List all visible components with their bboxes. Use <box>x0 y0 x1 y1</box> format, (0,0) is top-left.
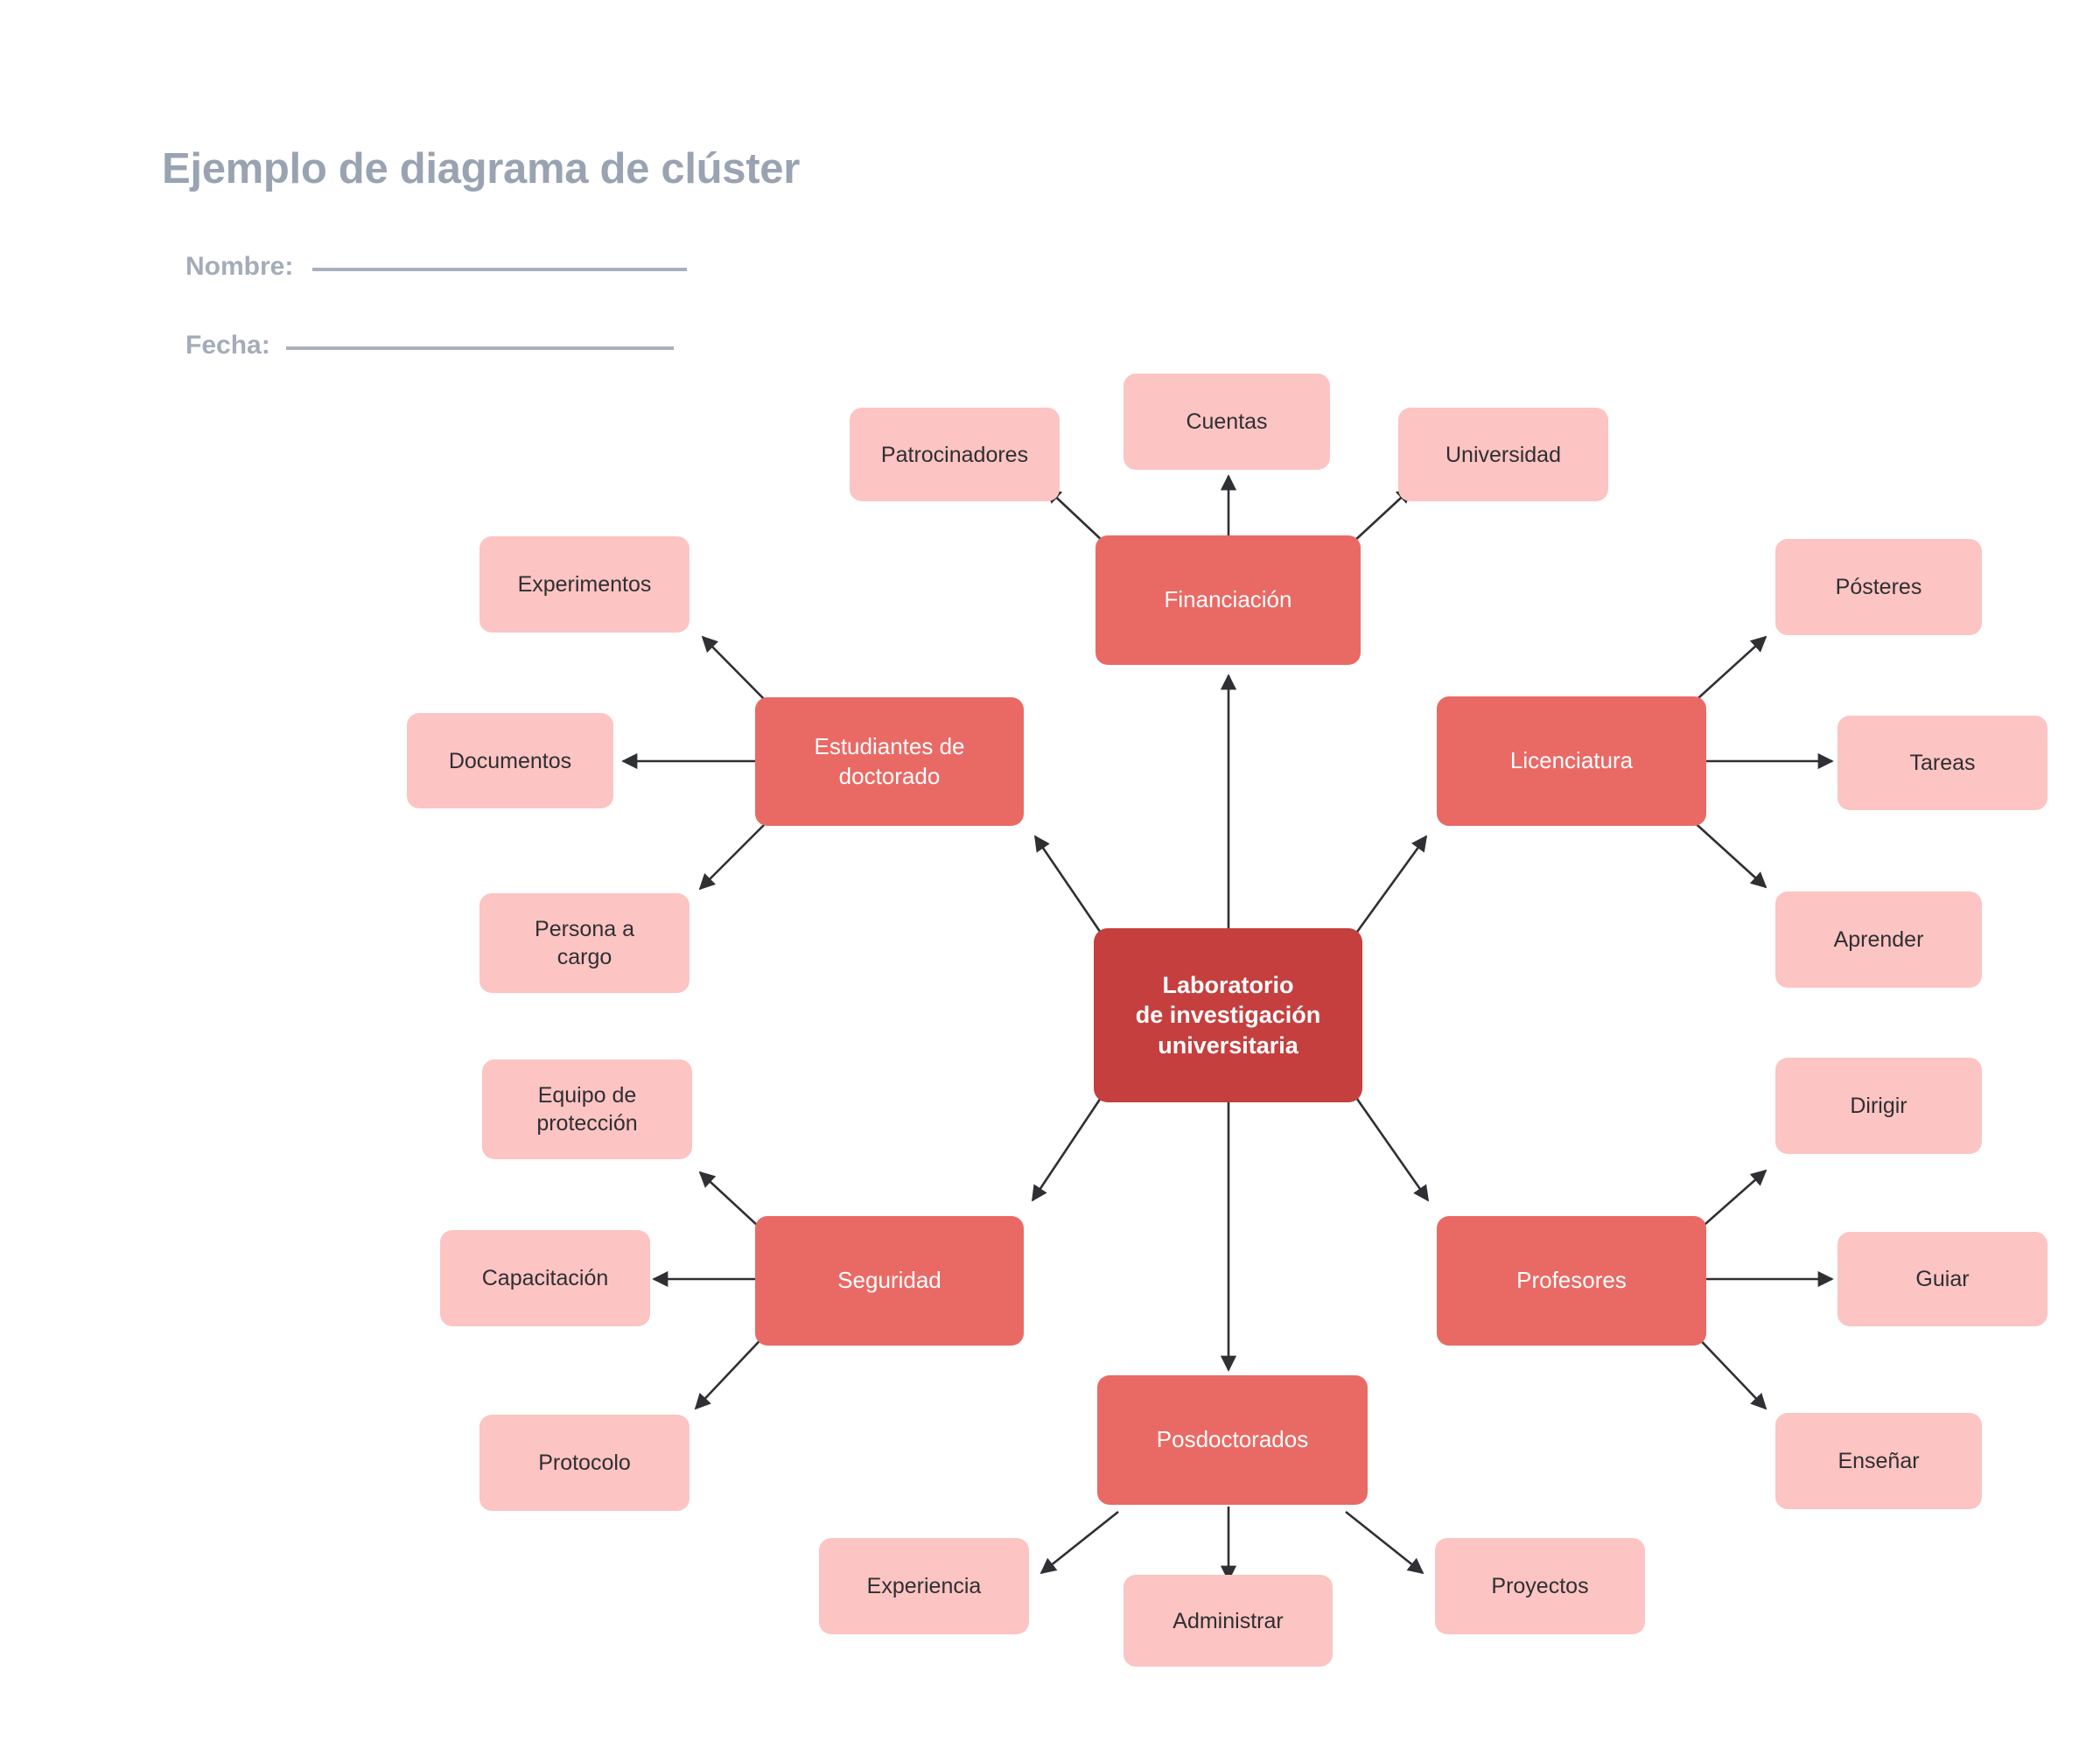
page-title: Ejemplo de diagrama de clúster <box>162 145 800 192</box>
node-dirigir[interactable]: Dirigir <box>1775 1058 1982 1154</box>
node-root[interactable]: Laboratorio de investigación universitar… <box>1094 928 1362 1102</box>
node-estudiantes-doctorado[interactable]: Estudiantes de doctorado <box>755 697 1024 826</box>
node-equipo-proteccion[interactable]: Equipo de protección <box>482 1059 692 1159</box>
node-cuentas[interactable]: Cuentas <box>1124 374 1330 470</box>
edge-root-profesores <box>1351 1092 1430 1202</box>
node-licenciatura[interactable]: Licenciatura <box>1437 696 1706 826</box>
field-nombre-input-line[interactable] <box>312 268 688 271</box>
node-protocolo[interactable]: Protocolo <box>480 1415 690 1511</box>
node-experiencia[interactable]: Experiencia <box>819 1538 1029 1634</box>
node-capacitacion[interactable]: Capacitación <box>440 1230 650 1326</box>
field-fecha-label: Fecha: <box>186 331 270 360</box>
node-ensenar[interactable]: Enseñar <box>1775 1413 1982 1509</box>
edge-estudiantes-persona-a-cargo <box>698 818 771 891</box>
field-fecha-input-line[interactable] <box>285 346 674 350</box>
field-fecha: Fecha: <box>186 331 674 360</box>
node-financiacion[interactable]: Financiación <box>1096 535 1361 665</box>
node-documentos[interactable]: Documentos <box>407 713 613 808</box>
edge-licenciatura-aprender <box>1690 818 1768 889</box>
node-tareas[interactable]: Tareas <box>1838 716 2048 810</box>
node-universidad[interactable]: Universidad <box>1398 408 1608 501</box>
node-experimentos[interactable]: Experimentos <box>480 536 690 633</box>
node-seguridad[interactable]: Seguridad <box>755 1216 1024 1346</box>
node-persona-a-cargo[interactable]: Persona a cargo <box>480 893 690 993</box>
node-posdoctorados[interactable]: Posdoctorados <box>1097 1375 1368 1505</box>
edge-root-estudiantes <box>1033 835 1106 939</box>
edge-posdoctorados-proyectos <box>1345 1510 1424 1575</box>
edge-root-seguridad <box>1031 1092 1106 1202</box>
edge-licenciatura-posteres <box>1690 635 1768 706</box>
node-profesores[interactable]: Profesores <box>1437 1216 1706 1346</box>
node-aprender[interactable]: Aprender <box>1775 891 1982 988</box>
edge-root-licenciatura <box>1351 835 1428 939</box>
node-patrocinadores[interactable]: Patrocinadores <box>850 408 1060 501</box>
node-proyectos[interactable]: Proyectos <box>1435 1538 1645 1634</box>
field-nombre-label: Nombre: <box>186 252 294 281</box>
node-administrar[interactable]: Administrar <box>1124 1575 1333 1667</box>
worksheet-header: Ejemplo de diagrama de clúster Nombre: F… <box>0 0 2100 402</box>
edge-estudiantes-experimentos <box>701 635 771 706</box>
edge-posdoctorados-experiencia <box>1040 1510 1119 1575</box>
field-nombre: Nombre: <box>186 252 688 282</box>
node-posteres[interactable]: Pósteres <box>1775 539 1982 635</box>
node-guiar[interactable]: Guiar <box>1838 1232 2048 1326</box>
